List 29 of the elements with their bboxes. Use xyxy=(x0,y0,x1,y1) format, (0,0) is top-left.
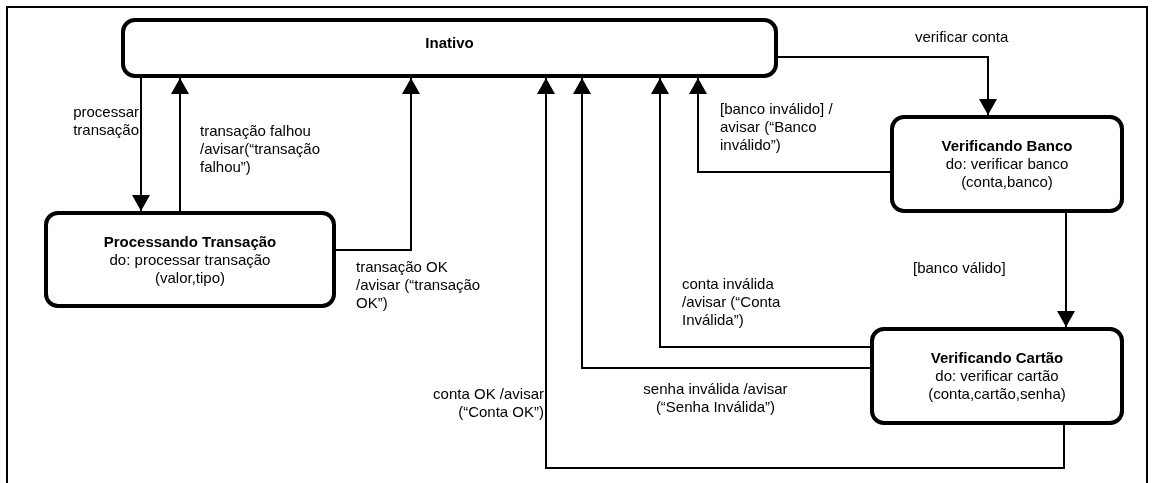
arrow xyxy=(335,77,420,251)
state-name: Verificando Banco xyxy=(941,137,1073,155)
arrow xyxy=(689,77,891,173)
arrow xyxy=(171,77,189,212)
arrow xyxy=(537,77,1065,469)
edge-label: conta OK /avisar (“Conta OK”) xyxy=(432,385,544,421)
arrow xyxy=(777,56,997,116)
arrow xyxy=(651,77,871,348)
state-box xyxy=(121,18,778,78)
edge-label: transação falhou /avisar(“transação falhou”) xyxy=(200,122,322,176)
state-box xyxy=(890,115,1124,213)
edge-label: verificar conta xyxy=(915,28,1009,46)
edge-label: conta inválida /avisar (“Conta Inválida”) xyxy=(682,275,782,329)
edge-label: processar transação xyxy=(72,103,139,139)
state-box xyxy=(44,211,336,308)
state-activity: do: verificar banco (conta,banco) xyxy=(944,155,1070,191)
edge-label: [banco válido] xyxy=(913,259,1006,277)
state-name: Processando Transação xyxy=(103,232,277,251)
state-name: Verificando Cartão xyxy=(930,349,1064,367)
state-box xyxy=(870,327,1124,425)
arrow xyxy=(573,77,871,369)
arrow xyxy=(1057,212,1075,328)
edge-label: [banco inválido] / avisar (“Banco inválido”) xyxy=(720,100,834,154)
state-activity: do: processar transação (valor,tipo) xyxy=(108,250,272,287)
state-name: Inativo xyxy=(425,34,474,52)
arrow xyxy=(132,77,150,212)
state-activity: do: verificar cartão (conta,cartão,senha) xyxy=(927,367,1067,403)
edge-label: transação OK /avisar (“transação OK”) xyxy=(356,258,481,312)
edge-label: senha inválida /avisar (“Senha Inválida”) xyxy=(642,380,789,416)
